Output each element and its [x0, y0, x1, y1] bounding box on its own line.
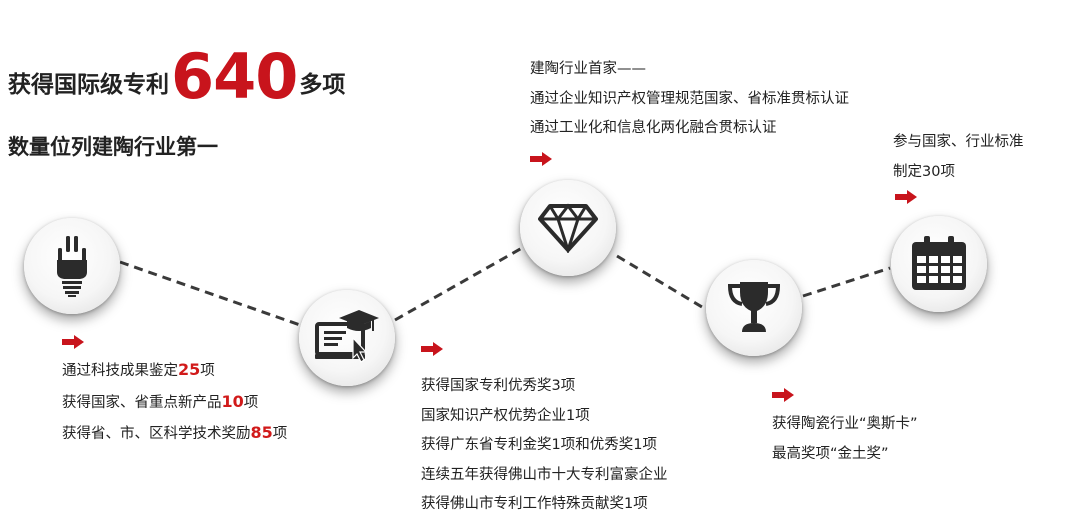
node-text-3: 建陶行业首家—— 通过企业知识产权管理规范国家、省标准贯标认证 通过工业化和信息…: [530, 55, 849, 144]
node-3-line: 建陶行业首家——: [530, 61, 646, 77]
node-2-line: 获得国家专利优秀奖3项: [421, 378, 576, 394]
node-1-line: 获得国家、省重点新产品10项: [62, 391, 259, 411]
node-circle-2: [299, 290, 395, 386]
trophy-icon: [727, 282, 781, 332]
headline: 获得国际级专利640多项: [8, 40, 345, 113]
headline-prefix: 获得国际级专利: [8, 72, 169, 98]
connector-4: [802, 266, 891, 298]
node-2-line: 连续五年获得佛山市十大专利富豪企业: [421, 466, 668, 483]
node-circle-1: [24, 218, 120, 314]
node-3-line: 通过工业化和信息化两化融合贯标认证: [530, 120, 777, 136]
node-1-line: 获得省、市、区科学技术奖励85项: [62, 423, 288, 442]
graduation-monitor-icon: [315, 310, 379, 363]
node-circle-5: [891, 216, 987, 312]
node-5-line: 参与国家、行业标准: [893, 134, 1024, 150]
arrow-right-icon: [895, 190, 917, 204]
node-4-line: 最高奖项“金土奖”: [772, 445, 889, 462]
node-text-5: 参与国家、行业标准 制定30项: [893, 128, 1024, 187]
node-text-2: 获得国家专利优秀奖3项 国家知识产权优势企业1项 获得广东省专利金奖1项和优秀奖…: [421, 372, 668, 520]
headline-number: 640: [171, 40, 298, 113]
node-text-4: 获得陶瓷行业“奥斯卡” 最高奖项“金土奖”: [772, 410, 918, 469]
node-circle-3: [520, 180, 616, 276]
connector-2: [394, 246, 523, 322]
light-bulb-icon: [57, 236, 87, 297]
node-1-line: 通过科技成果鉴定25项: [62, 360, 215, 379]
headline-suffix: 多项: [299, 72, 346, 98]
node-2-line: 获得广东省专利金奖1项和优秀奖1项: [421, 437, 657, 453]
node-circle-4: [706, 260, 802, 356]
diamond-icon: [538, 203, 598, 253]
node-2-line: 获得佛山市专利工作特殊贡献奖1项: [421, 496, 648, 512]
arrow-right-icon: [772, 388, 794, 402]
arrow-right-icon: [421, 342, 443, 356]
connector-3: [616, 254, 708, 312]
connector-1: [119, 260, 301, 327]
node-4-line: 获得陶瓷行业“奥斯卡”: [772, 416, 918, 432]
headline-subtitle: 数量位列建陶行业第一: [8, 135, 218, 159]
node-2-line: 国家知识产权优势企业1项: [421, 407, 590, 424]
arrow-right-icon: [62, 335, 84, 349]
arrow-right-icon: [530, 152, 552, 166]
node-text-1: 通过科技成果鉴定25项 获得国家、省重点新产品10项 获得省、市、区科学技术奖励…: [62, 355, 287, 450]
node-3-line: 通过企业知识产权管理规范国家、省标准贯标认证: [530, 90, 849, 107]
node-5-line: 制定30项: [893, 163, 955, 180]
calendar-icon: [912, 236, 966, 290]
